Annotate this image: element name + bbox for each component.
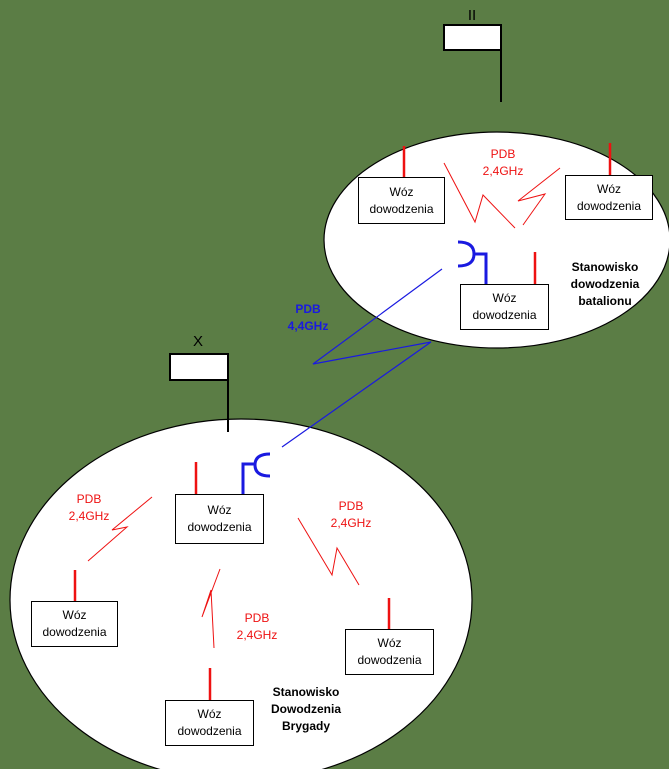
brigade-vehicle-1: Wóz dowodzenia <box>175 494 264 544</box>
link-label-line: PDB <box>490 147 516 161</box>
vehicle-label-line: Wóz <box>389 184 414 199</box>
inter-post-link <box>281 268 443 448</box>
vehicle-label-line: Wóz <box>492 291 517 305</box>
battalion-post-label: Stanowisko dowodzenia batalionu <box>555 259 655 310</box>
radio-link <box>201 568 221 649</box>
post-label-line: dowodzenia <box>570 277 640 291</box>
vehicle-label-line: dowodzenia <box>187 520 252 534</box>
brigade-post-ellipse <box>9 418 473 769</box>
vehicle-label-line: dowodzenia <box>357 653 422 667</box>
post-label-line: Brygady <box>281 719 331 733</box>
brigade-post-label: Stanowisko Dowodzenia Brygady <box>256 684 356 735</box>
inter-link-label: PDB 4,4GHz <box>270 301 346 335</box>
battalion-flag <box>443 24 502 51</box>
post-label-line: Dowodzenia <box>270 702 341 716</box>
inter-link-label-line: 4,4GHz <box>287 319 329 333</box>
inter-link-label-line: PDB <box>295 302 321 316</box>
brigade-flag <box>169 353 229 381</box>
radio-link <box>443 162 516 229</box>
vehicle-label-line: dowodzenia <box>472 308 537 322</box>
brigade-link-label-1: PDB 2,4GHz <box>54 491 124 525</box>
brigade-echelon-mark: X <box>192 333 203 350</box>
brigade-link-label-3: PDB 2,4GHz <box>222 610 292 644</box>
link-label-line: PDB <box>338 499 364 513</box>
link-label-line: 2,4GHz <box>330 516 372 530</box>
radio-link <box>297 517 360 586</box>
vehicle-label-line: Wóz <box>597 181 621 196</box>
post-label-line: Stanowisko <box>571 260 639 274</box>
battalion-echelon-mark: II <box>467 7 477 24</box>
vehicle-label-line: Wóz <box>62 608 87 622</box>
battalion-link-label: PDB 2,4GHz <box>468 146 538 180</box>
vehicle-label-line: dowodzenia <box>576 198 642 213</box>
link-label-line: PDB <box>76 492 102 506</box>
brigade-link-label-2: PDB 2,4GHz <box>316 498 386 532</box>
radio-link <box>517 167 561 226</box>
dish-antenna <box>457 240 488 284</box>
dish-antenna <box>241 452 271 494</box>
link-label-line: 2,4GHz <box>482 164 524 178</box>
brigade-vehicle-2: Wóz dowodzenia <box>31 601 118 647</box>
vehicle-label-line: Wóz <box>377 636 402 650</box>
brigade-vehicle-4: Wóz dowodzenia <box>165 700 254 746</box>
vehicle-label-line: dowodzenia <box>42 625 107 639</box>
battalion-vehicle-1: Wóz dowodzenia <box>358 177 445 224</box>
battalion-vehicle-3: Wóz dowodzenia <box>460 284 549 330</box>
radio-link <box>87 496 153 562</box>
link-label-line: 2,4GHz <box>68 509 110 523</box>
vehicle-label-line: dowodzenia <box>369 201 434 216</box>
vehicle-label-line: dowodzenia <box>177 724 242 738</box>
link-label-line: PDB <box>244 611 270 625</box>
vehicle-label-line: Wóz <box>197 707 222 721</box>
post-label-line: batalionu <box>578 294 632 308</box>
brigade-vehicle-3: Wóz dowodzenia <box>345 629 434 675</box>
post-label-line: Stanowisko <box>272 685 340 699</box>
battalion-vehicle-2: Wóz dowodzenia <box>565 175 653 220</box>
link-label-line: 2,4GHz <box>236 628 278 642</box>
vehicle-label-line: Wóz <box>207 503 232 517</box>
